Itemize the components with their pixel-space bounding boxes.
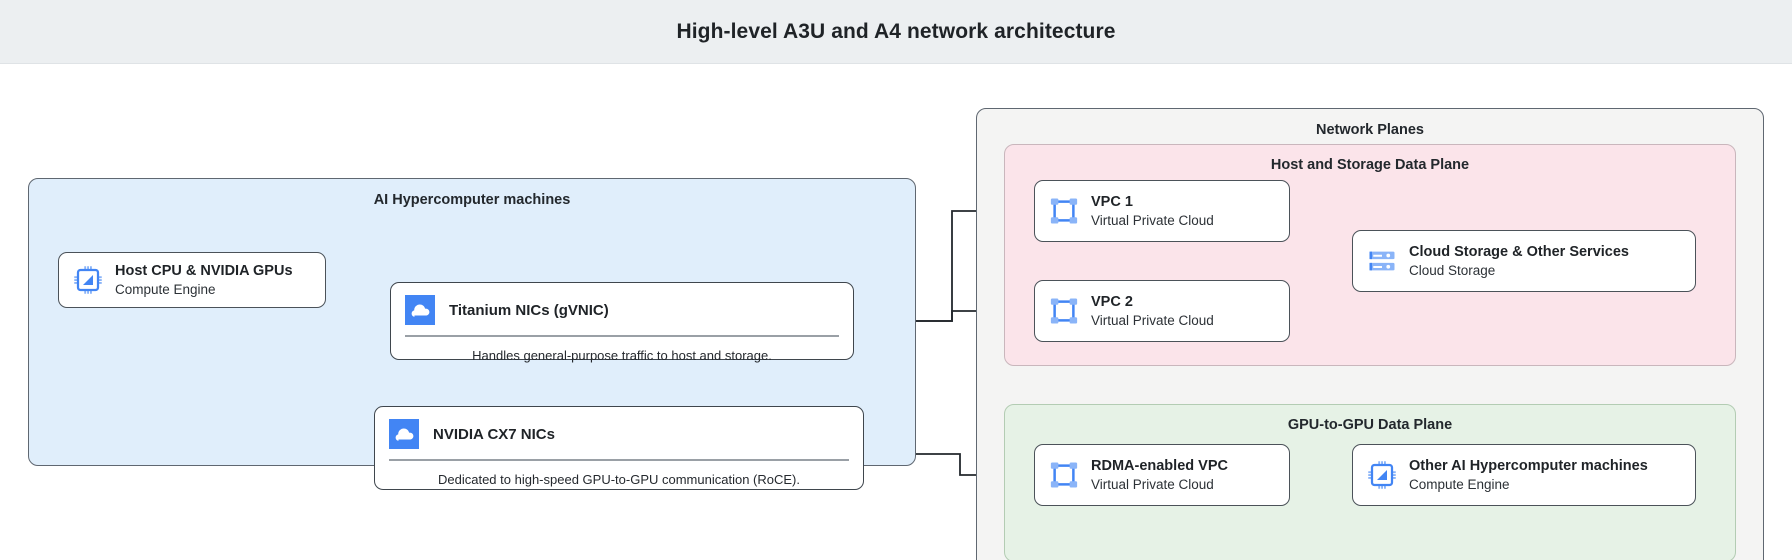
node-header: NVIDIA CX7 NICs [375,407,863,459]
storage-rack-icon [1369,251,1395,271]
node-other-ai-hypercomputer-machines[interactable]: Other AI Hypercomputer machines Compute … [1352,444,1696,506]
node-subtitle: Virtual Private Cloud [1091,476,1214,492]
node-title: Cloud Storage & Other Services [1409,244,1629,261]
vpc-icon [1050,462,1078,488]
node-subtitle: Virtual Private Cloud [1091,212,1214,228]
page-title: High-level A3U and A4 network architectu… [676,19,1116,43]
cpu-chip-icon [74,266,102,294]
diagram-canvas: AI Hypercomputer machines Network Planes… [0,64,1792,560]
node-title: VPC 2 [1091,294,1133,311]
node-subtitle: Compute Engine [115,281,216,297]
node-header: Titanium NICs (gVNIC) [391,283,853,335]
vpc-icon [1050,298,1078,324]
group-title-host-plane: Host and Storage Data Plane [1270,157,1470,173]
node-vpc-2[interactable]: VPC 2 Virtual Private Cloud [1034,280,1290,342]
node-subtitle: Compute Engine [1409,476,1510,492]
node-title: NVIDIA CX7 NICs [433,425,555,443]
vpc-icon [1050,198,1078,224]
node-subtitle: Virtual Private Cloud [1091,312,1214,328]
node-cloud-storage-other-services[interactable]: Cloud Storage & Other Services Cloud Sto… [1352,230,1696,292]
node-title: RDMA-enabled VPC [1091,458,1228,475]
group-title-machines: AI Hypercomputer machines [373,192,571,208]
node-rdma-enabled-vpc[interactable]: RDMA-enabled VPC Virtual Private Cloud [1034,444,1290,506]
node-description: Dedicated to high-speed GPU-to-GPU commu… [438,471,800,487]
divider [405,335,839,337]
node-nvidia-cx7-nics[interactable]: NVIDIA CX7 NICs Dedicated to high-speed … [374,406,864,490]
node-vpc-1[interactable]: VPC 1 Virtual Private Cloud [1034,180,1290,242]
node-subtitle: Cloud Storage [1409,262,1496,278]
group-title-planes: Network Planes [1316,122,1424,138]
node-host-cpu-gpus[interactable]: Host CPU & NVIDIA GPUs Compute Engine [58,252,326,308]
node-titanium-nics[interactable]: Titanium NICs (gVNIC) Handles general-pu… [390,282,854,363]
node-description: Handles general-purpose traffic to host … [472,347,772,363]
cloud-icon [405,295,435,325]
divider [389,459,849,461]
node-title: Host CPU & NVIDIA GPUs [115,263,293,280]
node-title: Titanium NICs (gVNIC) [449,301,609,319]
node-title: VPC 1 [1091,194,1133,211]
cpu-chip-icon [1368,461,1396,489]
cloud-icon [389,419,419,449]
diagram-header: High-level A3U and A4 network architectu… [0,0,1792,64]
node-title: Other AI Hypercomputer machines [1409,458,1648,475]
group-title-gpu-plane: GPU-to-GPU Data Plane [1287,417,1453,433]
